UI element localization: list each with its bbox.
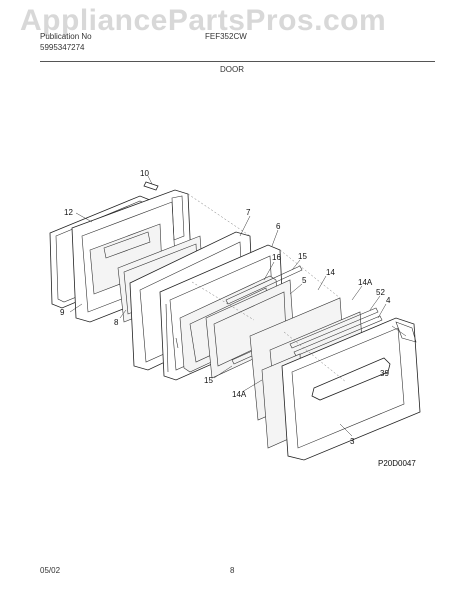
- callout-6: 6: [276, 222, 281, 231]
- callout-labels: 10 12 7 6 16 15 14 14A 5 52 4 39 9 8 15 …: [60, 169, 391, 446]
- screw-part: [143, 181, 159, 191]
- callout-8: 8: [114, 318, 119, 327]
- watermark: AppliancePartsPros.com: [20, 4, 387, 37]
- model-number: FEF352CW: [205, 32, 247, 41]
- callout-14: 14: [326, 268, 335, 277]
- callout-7: 7: [246, 208, 251, 217]
- door-trim-part: [293, 315, 383, 357]
- leader-lines: [69, 175, 407, 437]
- footer-date: 05/02: [40, 566, 61, 575]
- callout-14A-lower: 14A: [232, 390, 247, 399]
- footer-page-number: 8: [230, 566, 235, 575]
- callout-52: 52: [376, 288, 385, 297]
- publication-label: Publication No: [40, 32, 92, 41]
- callout-5: 5: [302, 276, 307, 285]
- callout-15-lower: 15: [204, 376, 213, 385]
- figure-code: P20D0047: [378, 459, 416, 468]
- callout-12: 12: [64, 208, 73, 217]
- callout-4: 4: [386, 296, 391, 305]
- callout-9: 9: [60, 308, 65, 317]
- callout-39: 39: [380, 369, 389, 378]
- callout-15-upper: 15: [298, 252, 307, 261]
- header-rule: [40, 61, 435, 62]
- callout-14A-upper: 14A: [358, 278, 373, 287]
- publication-number: 5995347274: [40, 43, 85, 52]
- callout-10: 10: [140, 169, 149, 178]
- outer-door-panel-part: [281, 317, 421, 461]
- alignment-lines: [187, 193, 347, 383]
- glass-retainer-upper-part: [225, 265, 303, 305]
- trim-strip-part: [289, 307, 379, 349]
- section-title: DOOR: [220, 65, 244, 74]
- callout-16: 16: [272, 253, 281, 262]
- callout-3: 3: [350, 437, 355, 446]
